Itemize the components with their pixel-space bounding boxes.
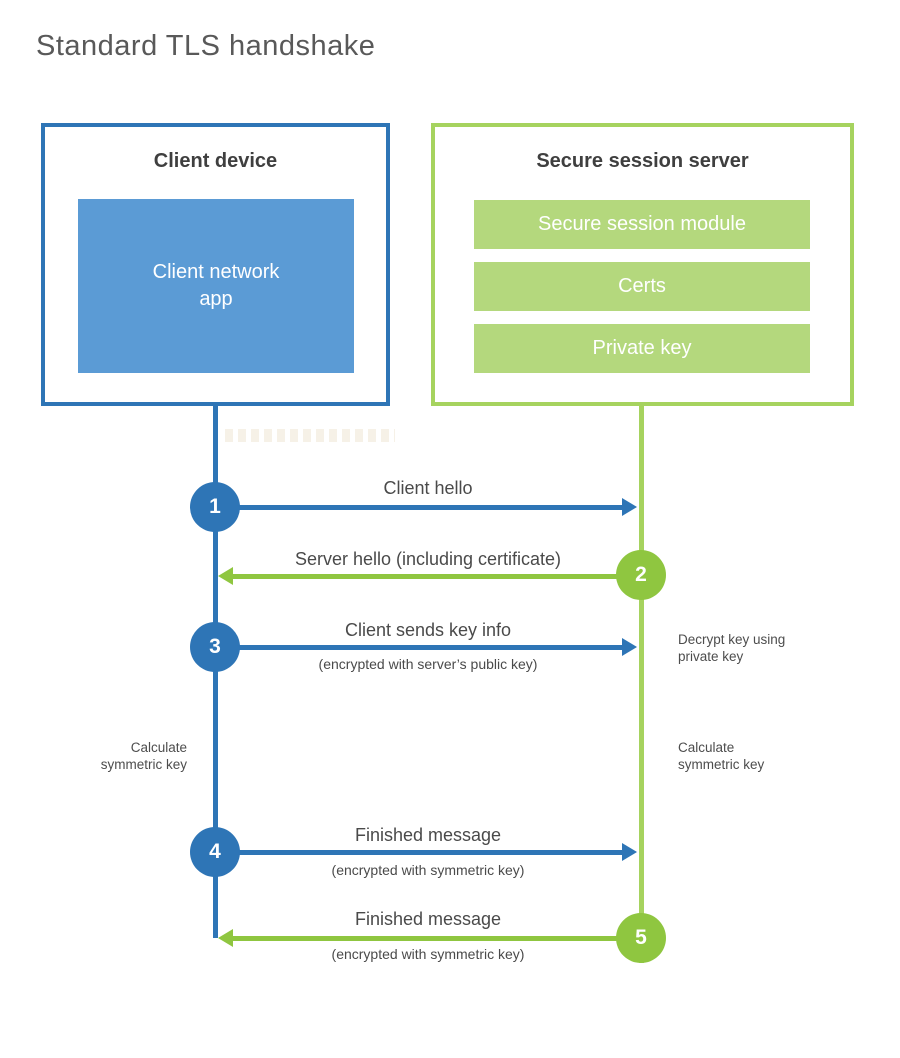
arrowhead-right-icon	[622, 498, 637, 516]
client-network-app-node: Client network app	[78, 199, 354, 373]
note-calc-right-line1: Calculate	[678, 740, 735, 755]
faint-dash-artifact	[225, 429, 395, 442]
step-circle-5: 5	[616, 913, 666, 963]
server-module-certs: Certs	[474, 262, 810, 311]
message-label-finished-client: Finished message	[354, 825, 502, 845]
message-label-client-key-info: Client sends key info	[344, 620, 512, 640]
arrowhead-left-icon	[218, 567, 233, 585]
note-decrypt-key: Decrypt key using private key	[678, 631, 785, 665]
client-app-label-line2: app	[199, 288, 233, 310]
note-calculate-symmetric-key-server: Calculate symmetric key	[678, 739, 764, 773]
message-sublabel-finished-server: (encrypted with symmetric key)	[331, 946, 525, 962]
arrow-client-key-info	[238, 644, 622, 650]
secure-session-server-box: Secure session server Secure session mod…	[431, 123, 854, 406]
step-circle-4: 4	[190, 827, 240, 877]
message-sublabel-finished-client: (encrypted with symmetric key)	[331, 862, 525, 878]
message-label-client-hello: Client hello	[383, 478, 473, 498]
step-circle-3: 3	[190, 622, 240, 672]
server-lifeline	[638, 405, 644, 963]
arrowhead-left-icon	[218, 929, 233, 947]
message-label-finished-server: Finished message	[354, 909, 502, 929]
step-circle-2: 2	[616, 550, 666, 600]
note-calculate-symmetric-key-client: Calculate symmetric key	[40, 739, 187, 773]
client-app-label-line1: Client network	[152, 261, 280, 283]
note-calc-left-line1: Calculate	[130, 740, 187, 755]
page-title: Standard TLS handshake	[36, 30, 376, 62]
arrowhead-right-icon	[622, 843, 637, 861]
note-calc-right-line2: symmetric key	[678, 757, 765, 772]
secure-session-server-title: Secure session server	[536, 150, 749, 172]
client-device-title: Client device	[153, 150, 278, 172]
note-decrypt-line1: Decrypt key using	[678, 632, 786, 647]
note-decrypt-line2: private key	[678, 649, 744, 664]
arrow-finished-server	[233, 935, 618, 941]
message-label-server-hello: Server hello (including certificate)	[294, 549, 562, 569]
note-calc-left-line2: symmetric key	[100, 757, 187, 772]
arrow-client-hello	[238, 504, 622, 510]
step-circle-1: 1	[190, 482, 240, 532]
client-device-box: Client device Client network app	[41, 123, 390, 406]
arrowhead-right-icon	[622, 638, 637, 656]
server-module-private-key: Private key	[474, 324, 810, 373]
arrow-finished-client	[238, 849, 622, 855]
arrow-server-hello	[233, 573, 618, 579]
message-sublabel-client-key-info: (encrypted with server’s public key)	[318, 656, 538, 672]
server-module-secure-session: Secure session module	[474, 200, 810, 249]
